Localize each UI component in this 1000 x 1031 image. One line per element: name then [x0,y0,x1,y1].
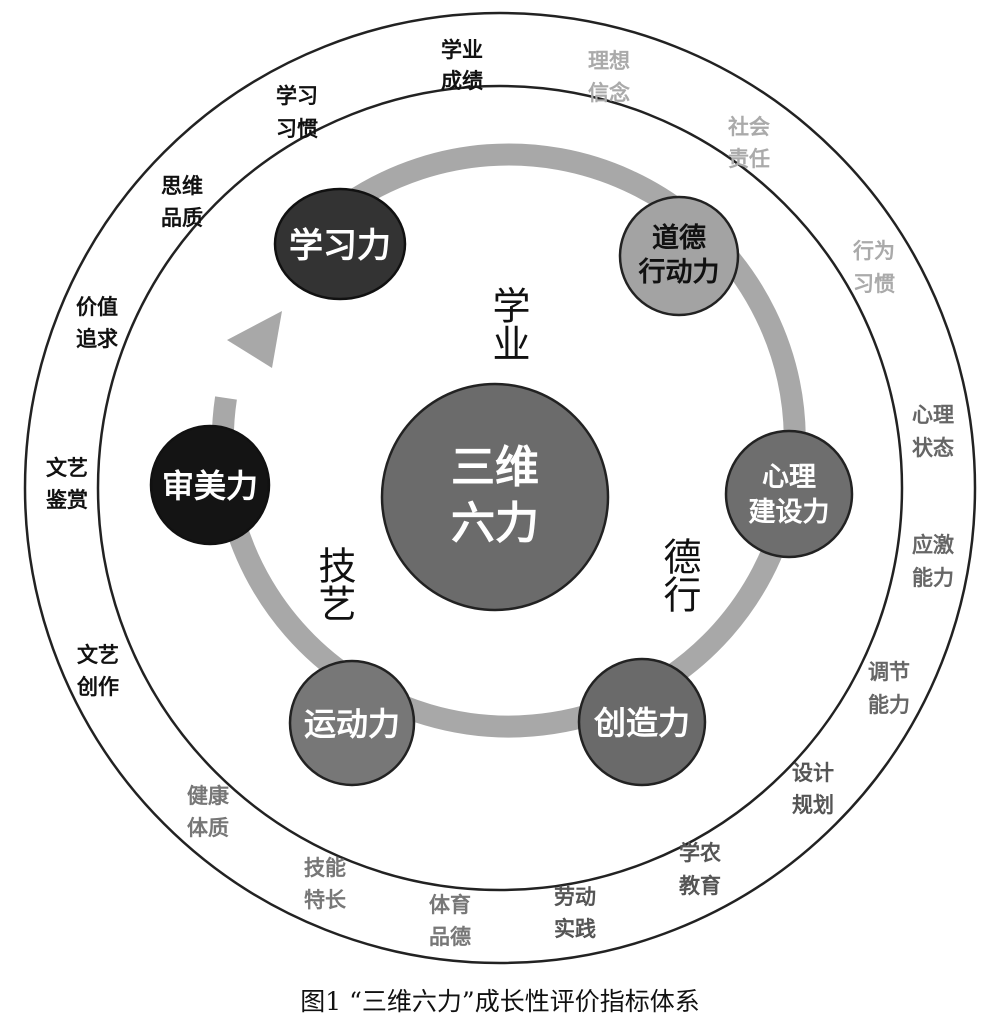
svg-text:习惯: 习惯 [853,272,895,296]
node-shenmei-label: 审美力 [162,467,258,505]
svg-text:思维: 思维 [161,174,203,198]
svg-text:技能: 技能 [304,856,346,880]
svg-text:心理: 心理 [912,403,954,427]
cycle-arrowhead [227,311,282,368]
svg-text:学农: 学农 [679,841,721,865]
center-line2: 六力 [451,498,539,549]
svg-text:品质: 品质 [161,206,203,230]
svg-text:体育: 体育 [429,893,471,917]
svg-text:信念: 信念 [588,81,630,105]
outer-label-siwei-pinzhi: 思维 品质 [161,174,203,230]
center-line1: 三维 [451,442,539,493]
svg-text:状态: 状态 [912,436,954,460]
svg-text:劳动: 劳动 [554,885,596,909]
outer-label-xuenong-jiaoyu: 学农 教育 [679,841,721,898]
outer-label-sheji-guihua: 设计 规划 [792,761,834,817]
svg-text:学习: 学习 [276,84,318,108]
svg-text:品德: 品德 [429,925,471,949]
outer-label-jiankang-tizhi: 健康 体质 [187,784,230,840]
node-xuexili: 学习力 [273,187,407,301]
node-xinli-line1: 心理 [762,462,816,493]
svg-text:理想: 理想 [588,49,630,73]
domain-dexing: 德行 [657,537,701,613]
node-yundong-label: 运动力 [304,705,400,743]
svg-text:文艺: 文艺 [46,456,88,480]
svg-text:成绩: 成绩 [441,69,483,93]
outer-label-jiazhi-zhuiqiu: 价值 追求 [76,295,118,351]
cycle-arc [211,143,806,738]
node-chuangzao-label: 创造力 [593,704,690,742]
svg-text:规划: 规划 [792,793,834,817]
outer-label-tiyu-pinde: 体育 品德 [429,893,471,949]
inner-ring [96,84,904,892]
figure-caption: 图1 “三维六力”成长性评价指标体系 [300,987,700,1016]
domain-xueye: 学业 [486,286,530,362]
svg-text:追求: 追求 [76,327,118,351]
outer-label-xuexi-xiguan: 学习 习惯 [276,84,318,141]
node-xinli-line2: 建设力 [749,497,830,528]
svg-text:体质: 体质 [187,816,229,840]
outer-label-laodong-shijian: 劳动 实践 [554,885,596,941]
svg-text:调节: 调节 [868,660,910,684]
diagram: 三维 六力 学业 德行 技艺 学习力 道德 行动力 心理 建设力 创造力 运动力… [23,11,977,965]
svg-text:责任: 责任 [728,147,770,171]
center-circle [380,382,610,612]
svg-text:能力: 能力 [868,693,910,717]
node-daode-line1: 道德 [652,222,706,254]
svg-text:教育: 教育 [679,874,721,898]
svg-text:健康: 健康 [187,784,230,808]
svg-text:创作: 创作 [76,675,119,699]
svg-text:行为: 行为 [852,239,895,263]
node-xinli: 心理 建设力 [724,429,854,559]
svg-text:应激: 应激 [912,533,954,557]
node-chuangzao: 创造力 [577,657,707,787]
outer-label-wenyi-chuangzuo: 文艺 创作 [76,643,119,699]
outer-label-wenyi-jianshang: 文艺 鉴赏 [45,456,88,512]
svg-text:文艺: 文艺 [77,643,119,667]
svg-text:鉴赏: 鉴赏 [45,488,88,512]
svg-text:特长: 特长 [304,888,347,912]
node-xuexili-label: 学习力 [289,226,391,266]
node-yundong: 运动力 [288,659,416,787]
svg-text:价值: 价值 [76,295,118,319]
svg-text:实践: 实践 [554,917,596,941]
outer-label-shehui-zeren: 社会 责任 [727,115,770,171]
outer-label-xueye-chengji: 学业 成绩 [441,38,483,93]
domain-jiyi: 技艺 [312,546,356,622]
svg-text:能力: 能力 [912,566,954,590]
svg-text:社会: 社会 [727,115,770,139]
svg-text:习惯: 习惯 [276,117,318,141]
outer-label-yingji-nengli: 应激 能力 [912,533,954,590]
outer-label-xingwei-xiguan: 行为 习惯 [852,239,895,296]
outer-label-xinli-zhuangtai: 心理 状态 [912,403,954,460]
node-shenmei: 审美力 [149,424,271,546]
svg-text:设计: 设计 [792,761,834,785]
node-daode: 道德 行动力 [618,195,740,317]
svg-text:学业: 学业 [441,38,483,62]
outer-ring [23,11,977,965]
outer-label-jineng-techang: 技能 特长 [304,856,347,912]
outer-label-tiaojie-nengli: 调节 能力 [868,660,910,717]
node-daode-line2: 行动力 [638,256,720,288]
outer-label-lixiang-xinnian: 理想 信念 [588,49,630,105]
